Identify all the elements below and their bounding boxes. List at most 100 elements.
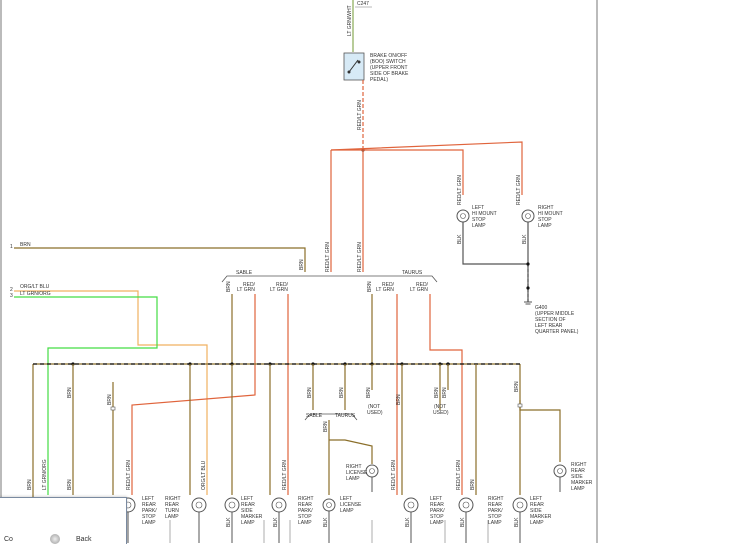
label-left-rear-side-marker: LEFT REAR SIDE MARKER LAMP xyxy=(241,496,263,526)
lamp-label-line: LEFT xyxy=(142,496,154,502)
variant-right-label: TAURUS xyxy=(402,270,423,276)
not-used-label: (NOT xyxy=(434,404,446,410)
wire-label: RED/ xyxy=(243,282,256,288)
lamp-label-line: LEFT xyxy=(340,496,352,502)
brake-switch-terminal xyxy=(357,60,361,64)
right-hi-mount-lamp xyxy=(521,209,535,223)
lamp-label-line: REAR xyxy=(241,502,255,508)
switch-label-line: PEDAL) xyxy=(370,77,388,83)
label-left-rear-park-stop-2: LEFT REAR PARK/ STOP LAMP xyxy=(430,496,445,526)
input-wire-label: BRN xyxy=(20,242,31,248)
lamp-label-line: LAMP xyxy=(472,223,486,229)
lamp-filament-icon xyxy=(407,501,415,509)
overlay-back-text[interactable]: Back xyxy=(76,536,92,543)
lamp-label-line: LAMP xyxy=(488,520,502,526)
switch-label-line: (UPPER FRONT xyxy=(370,65,408,71)
wire-red-sable-1 xyxy=(131,294,256,495)
label-right-rear-side-marker: RIGHT REAR SIDE MARKER LAMP xyxy=(571,462,593,492)
lamp-filament-icon xyxy=(557,468,563,474)
lamp-filament-icon xyxy=(326,502,332,508)
lamp-label-line: MARKER xyxy=(571,480,593,486)
wire-brn-drops xyxy=(72,364,521,495)
lamp-label-line: LAMP xyxy=(430,520,444,526)
input-wire-label: ORG/LT BLU xyxy=(20,284,50,290)
lamp-label-line: LAMP xyxy=(241,520,255,526)
lamp-label-line: REAR xyxy=(530,502,544,508)
lamp-left-license xyxy=(322,498,336,512)
label-right-rear-park-stop: RIGHT REAR PARK/ STOP LAMP xyxy=(298,496,314,526)
lamp-filament-icon xyxy=(525,213,531,219)
lamp-bulb-icon xyxy=(365,464,379,478)
lamp-label-line: MARKER xyxy=(241,514,263,520)
ground-label-line: G400 xyxy=(535,305,547,311)
wire-label: BRN xyxy=(514,381,520,392)
lamp-bulb-icon xyxy=(456,209,470,223)
variant-left-label: SABLE xyxy=(236,270,253,276)
label-right-rear-park-stop-2: RIGHT REAR PARK/ STOP LAMP xyxy=(488,496,504,526)
left-hi-mount-label: LEFT HI MOUNT STOP LAMP xyxy=(472,205,497,229)
switch-label: BRAKE ON/OFF (BOO) SWITCH (UPPER FRONT S… xyxy=(370,53,409,83)
lamp-right-rear-turn xyxy=(191,497,207,513)
wire-label: BRN xyxy=(299,259,305,270)
overlay-panel[interactable]: Co Back xyxy=(0,497,127,544)
ground-label-line: LEFT REAR xyxy=(535,323,563,329)
lamp-label-line: LAMP xyxy=(298,520,312,526)
lamp-label-line: RIGHT xyxy=(298,496,314,502)
wire-label: RED/ xyxy=(276,282,289,288)
lamp-label-line: REAR xyxy=(430,502,444,508)
wire-label: BRN xyxy=(470,479,476,490)
lamp-filament-icon xyxy=(275,501,283,509)
wire-label: BRN xyxy=(226,281,232,292)
ground-symbol-icon xyxy=(524,301,532,305)
label-left-rear-side-marker-2: LEFT REAR SIDE MARKER LAMP xyxy=(530,496,552,526)
lamp-right-rear-park-stop-2 xyxy=(458,497,474,513)
wire-blk-hi-mount-ground xyxy=(462,222,529,302)
lamp-label-line: PARK/ xyxy=(488,508,503,514)
ground-label-line: QUARTER PANEL) xyxy=(535,329,579,335)
lamp-filament-icon xyxy=(516,501,524,509)
wire-label: BLK xyxy=(405,517,411,527)
lamp-label-line: REAR xyxy=(488,502,502,508)
input-pin-number: 2 xyxy=(10,287,13,293)
wire-label: RED/LT GRN xyxy=(357,242,363,272)
lamp-label-line: STOP xyxy=(538,217,552,223)
wire-label: BRN xyxy=(367,281,373,292)
wire-label: BLK xyxy=(457,234,463,244)
lamp-label-line: STOP xyxy=(142,514,156,520)
lamp-label-line: STOP xyxy=(472,217,486,223)
lamp-label-line: RIGHT xyxy=(488,496,504,502)
not-used-label: (NOT xyxy=(368,404,380,410)
lamp-label-line: STOP xyxy=(298,514,312,520)
license-split-line xyxy=(304,413,358,421)
lamp-label-line: PARK/ xyxy=(430,508,445,514)
wire-label: RED/LT GRN xyxy=(516,175,522,205)
lamp-filament-icon xyxy=(460,213,466,219)
wire-brn-input xyxy=(14,247,306,272)
lamp-bulb-icon xyxy=(191,497,207,513)
lamp-label-line: HI MOUNT xyxy=(538,211,563,217)
wire-label: BRN xyxy=(339,387,345,398)
lamp-filament-icon xyxy=(462,501,470,509)
wire-label: RED/LT GRN xyxy=(126,460,132,490)
ground-label-line: (UPPER MIDDLE xyxy=(535,311,575,317)
lamp-label-line: STOP xyxy=(430,514,444,520)
right-hi-mount-label: RIGHT HI MOUNT STOP LAMP xyxy=(538,205,563,229)
lamp-label-line: REAR xyxy=(298,502,312,508)
lamp-label-line: SIDE xyxy=(571,474,583,480)
wire-label: BLK xyxy=(460,517,466,527)
lamp-label-line: PARK/ xyxy=(142,508,157,514)
lamp-label-line: MARKER xyxy=(530,514,552,520)
wire-label: BRN xyxy=(434,387,440,398)
lamp-label-line: LEFT xyxy=(472,205,484,211)
wire-label: RED/LT GRN xyxy=(457,175,463,205)
lamp-label-line: LAMP xyxy=(142,520,156,526)
label-right-rear-turn: RIGHT REAR TURN LAMP xyxy=(165,496,181,520)
lamp-label-line: REAR xyxy=(165,502,179,508)
lamp-label-line: HI MOUNT xyxy=(472,211,497,217)
lamp-label-line: REAR xyxy=(571,468,585,474)
lamp-label-line: LAMP xyxy=(165,514,179,520)
lamp-right-rear-park-stop xyxy=(271,497,287,513)
left-hi-mount-lamp xyxy=(456,209,470,223)
top-connector-label: C247 xyxy=(357,1,369,7)
